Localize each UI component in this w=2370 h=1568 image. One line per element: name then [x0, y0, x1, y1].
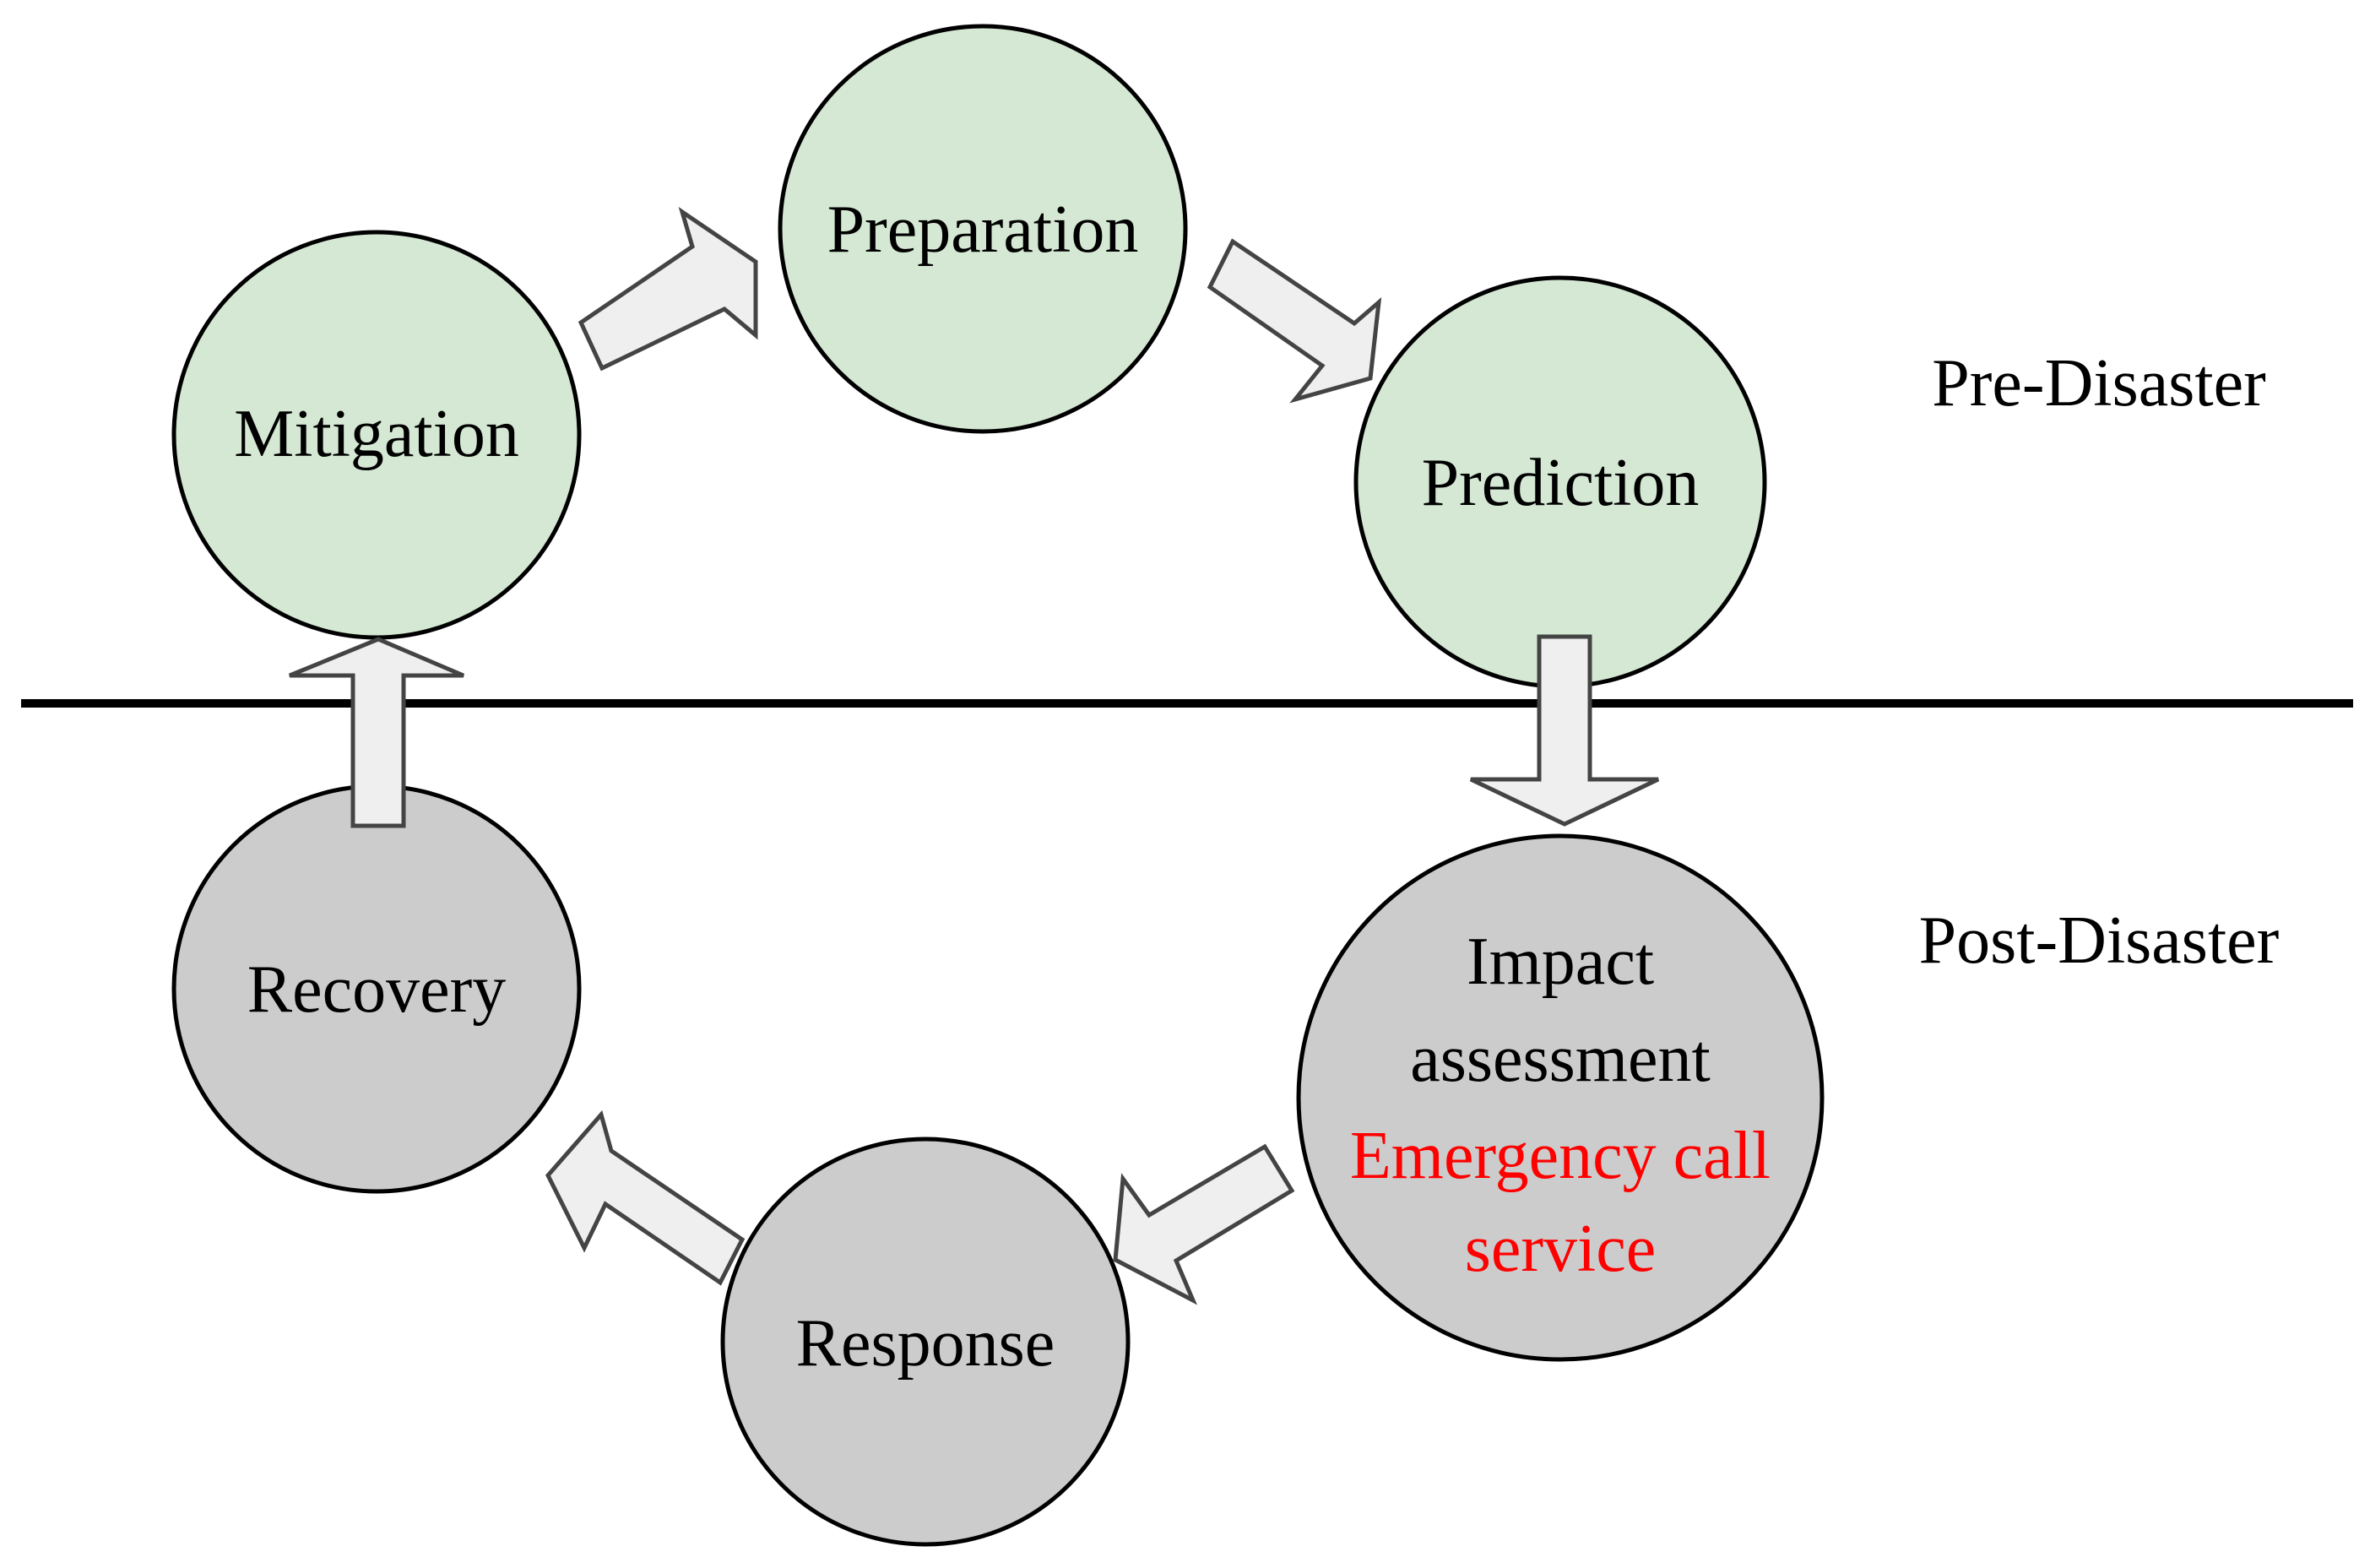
emergency-call-label-line1: Emergency call: [1350, 1119, 1771, 1193]
impact-assessment-circle: [1296, 833, 1825, 1362]
response-label: Response: [796, 1306, 1055, 1381]
pre-disaster-label: Pre-Disaster: [1932, 346, 2265, 420]
post-disaster-label: Post-Disaster: [1919, 903, 2280, 978]
arrow-preparation-to-prediction: [1207, 238, 1382, 404]
emergency-call-label-line2: service: [1465, 1212, 1657, 1286]
impact-assessment-node: Impact assessment Emergency call service: [1296, 833, 1825, 1362]
impact-label-line2: assessment: [1410, 1022, 1711, 1096]
impact-label-line1: Impact: [1467, 925, 1654, 999]
prediction-label: Prediction: [1422, 446, 1700, 520]
prediction-node: Prediction: [1353, 275, 1767, 689]
arrow-response-to-recovery: [545, 1110, 746, 1286]
arrow-recovery-to-mitigation: [289, 637, 464, 828]
response-node: Response: [720, 1137, 1131, 1547]
preparation-node: Preparation: [778, 24, 1188, 434]
arrow-mitigation-to-preparation: [578, 207, 758, 372]
recovery-node: Recovery: [171, 784, 582, 1194]
arrow-impact-to-response: [1113, 1143, 1295, 1305]
mitigation-circle: [171, 230, 582, 640]
recovery-label: Recovery: [247, 952, 507, 1027]
preparation-circle: [778, 24, 1188, 434]
arrow-prediction-to-impact: [1469, 634, 1660, 827]
mitigation-node: Mitigation: [171, 230, 582, 640]
mitigation-label: Mitigation: [234, 397, 519, 471]
preparation-label: Preparation: [827, 193, 1139, 267]
response-circle: [720, 1137, 1131, 1547]
